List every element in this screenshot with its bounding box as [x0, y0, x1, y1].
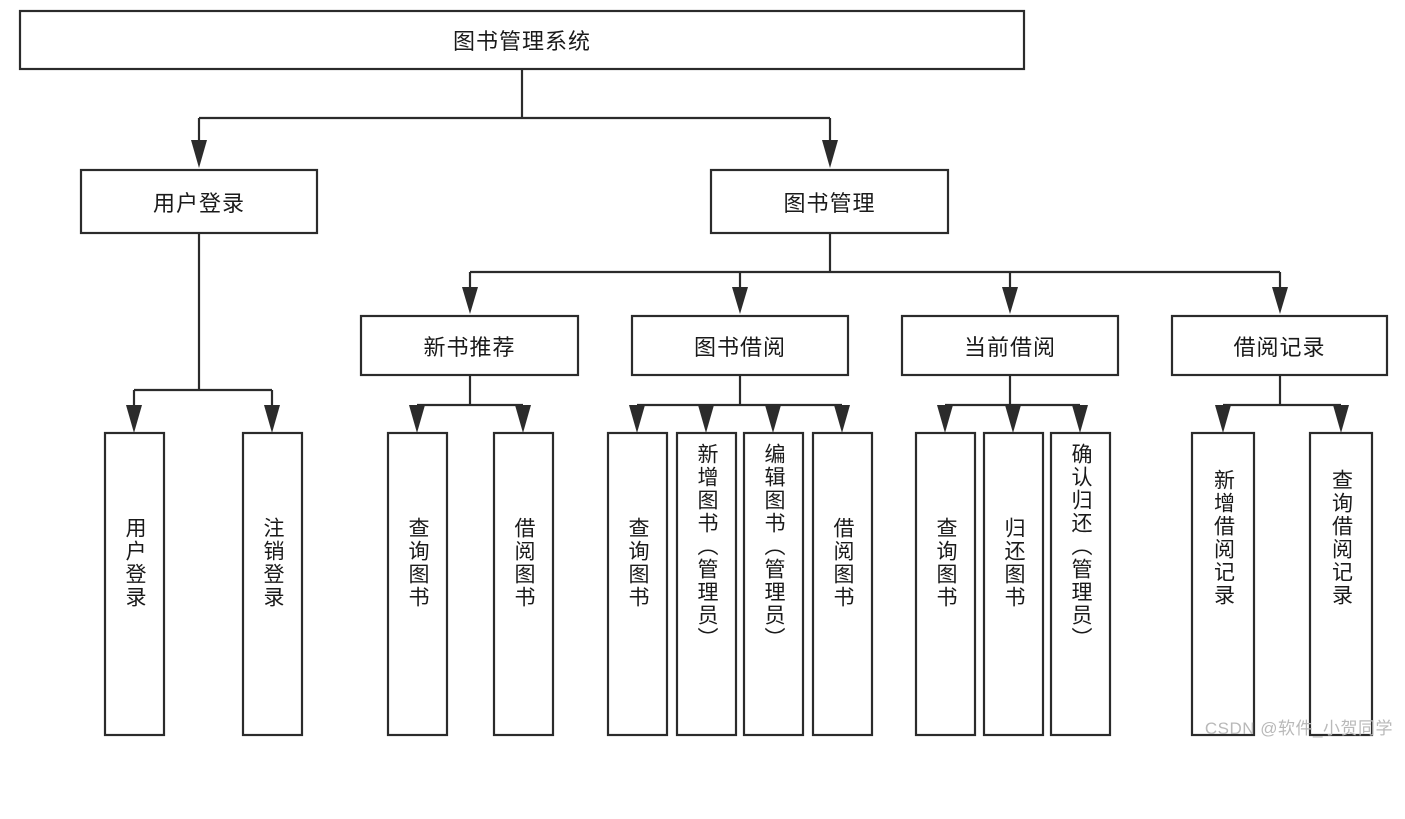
node-leaf-query-record-box[interactable]: [1308, 431, 1374, 737]
arrowhead-current-borrow: [1002, 287, 1018, 314]
arrowhead-leaf-query-book-1: [409, 405, 425, 433]
node-book-borrow-box[interactable]: [630, 314, 850, 377]
arrowhead-new-book-recommend: [462, 287, 478, 314]
node-leaf-edit-book-box[interactable]: [742, 431, 805, 737]
csdn-watermark: CSDN @软件_小贺同学: [1204, 719, 1393, 738]
node-leaf-add-book-box[interactable]: [675, 431, 738, 737]
arrowhead-leaf-borrow-book-1: [515, 405, 531, 433]
connector-group-new-book-recommend: [409, 375, 531, 433]
arrowhead-leaf-confirm-return: [1072, 405, 1088, 433]
node-new-book-recommend-box[interactable]: [359, 314, 580, 377]
arrowhead-leaf-edit-book: [765, 405, 781, 433]
node-leaf-confirm-return-box[interactable]: [1049, 431, 1112, 737]
node-leaf-logout-login-box[interactable]: [241, 431, 304, 737]
connector-group-book-borrow: [629, 375, 850, 433]
node-leaf-add-record-box[interactable]: [1190, 431, 1256, 737]
arrowhead-book-borrow: [732, 287, 748, 314]
node-leaf-query-book-3-box[interactable]: [914, 431, 977, 737]
connector-group-root: [191, 69, 838, 168]
node-user-login-box[interactable]: [79, 168, 319, 235]
arrowhead-leaf-query-book-2: [629, 405, 645, 433]
node-leaf-borrow-book-1-box[interactable]: [492, 431, 555, 737]
node-book-management-box[interactable]: [709, 168, 950, 235]
arrowhead-borrow-record: [1272, 287, 1288, 314]
connector-group-user-login: [126, 233, 280, 433]
arrowhead-leaf-return-book: [1005, 405, 1021, 433]
connector-group-book-management: [462, 233, 1288, 314]
arrowhead-leaf-user-login: [126, 405, 142, 433]
node-root-box[interactable]: [18, 9, 1026, 71]
node-leaf-user-login-box[interactable]: [103, 431, 166, 737]
arrowhead-leaf-borrow-book-2: [834, 405, 850, 433]
node-leaf-query-book-2-box[interactable]: [606, 431, 669, 737]
node-current-borrow-box[interactable]: [900, 314, 1120, 377]
arrowhead-leaf-logout-login: [264, 405, 280, 433]
arrowhead-leaf-query-record: [1333, 405, 1349, 433]
diagram-canvas: [18, 9, 1389, 737]
node-borrow-record-box[interactable]: [1170, 314, 1389, 377]
node-leaf-return-book-box[interactable]: [982, 431, 1045, 737]
arrowhead-user-login: [191, 140, 207, 168]
node-leaf-borrow-book-2-box[interactable]: [811, 431, 874, 737]
arrowhead-book-management: [822, 140, 838, 168]
arrowhead-leaf-add-record: [1215, 405, 1231, 433]
arrowhead-leaf-add-book: [698, 405, 714, 433]
arrowhead-leaf-query-book-3: [937, 405, 953, 433]
connector-group-current-borrow: [937, 375, 1088, 433]
book-management-system-diagram: 图书管理系统 用户登录 图书管理 新书推荐 图书借阅 当前借阅 借阅记录 用户登…: [18, 9, 1393, 738]
connector-group-borrow-record: [1215, 375, 1349, 433]
node-leaf-query-book-1-box[interactable]: [386, 431, 449, 737]
